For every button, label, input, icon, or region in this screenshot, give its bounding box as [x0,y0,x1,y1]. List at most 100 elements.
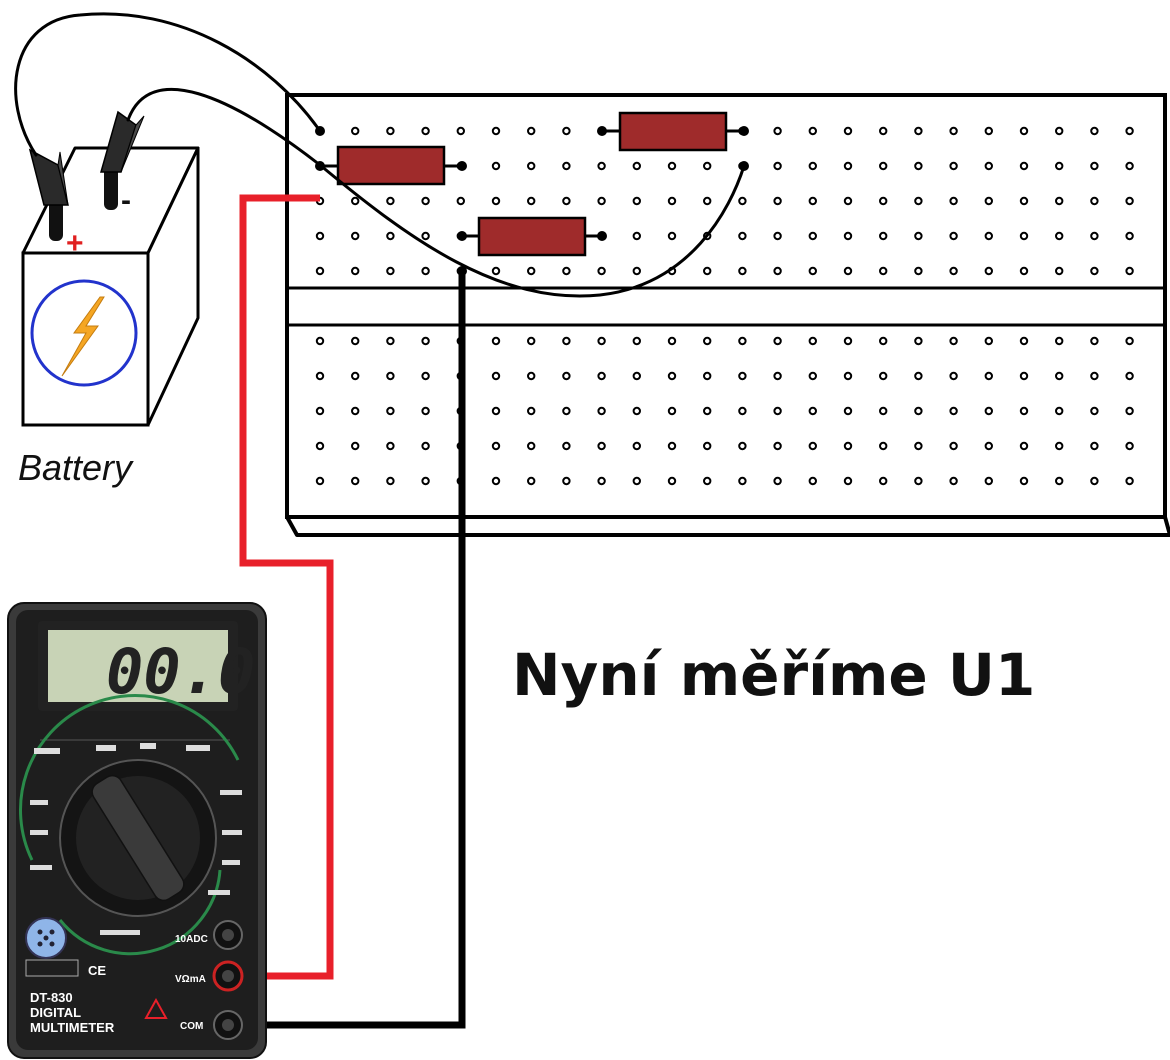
breadboard-hole [351,266,360,276]
breadboard-hole [984,196,993,206]
lightning-bolt-icon [61,296,105,377]
breadboard-hole [597,441,606,451]
negative-alligator-clip [100,110,145,173]
breadboard-hole [949,126,958,136]
battery: + - Battery [18,110,200,488]
breadboard-hole [1055,266,1064,276]
breadboard-hole [808,406,817,416]
breadboard-hole [421,196,430,206]
breadboard-hole [703,371,712,381]
breadboard-hole [914,196,923,206]
breadboard-hole [808,161,817,171]
breadboard-hole [421,266,430,276]
breadboard-hole [914,371,923,381]
breadboard-hole [879,476,888,486]
breadboard-hole [351,196,360,206]
breadboard-hole [562,406,571,416]
breadboard-hole [562,161,571,171]
breadboard-hole [843,126,853,136]
rotary-dial-pointer [91,774,185,902]
breadboard-hole [632,406,641,416]
breadboard-hole [843,336,853,346]
breadboard-hole [562,266,571,276]
breadboard-hole [843,231,853,241]
breadboard-hole [808,266,817,276]
breadboard-hole [1055,476,1064,486]
battery-negative-terminal [104,166,118,210]
breadboard-hole [315,336,325,346]
breadboard-hole [843,161,853,171]
breadboard-hole [527,196,536,206]
breadboard-hole [1090,231,1099,241]
breadboard-hole [738,266,747,276]
breadboard-hole [703,441,712,451]
breadboard-hole [738,371,747,381]
breadboard-hole [421,336,430,346]
breadboard-hole [914,476,923,486]
breadboard-hole [703,336,712,346]
breadboard-hole [562,476,571,486]
breadboard-hole [879,231,888,241]
jack-label-10adc: 10ADC [175,934,208,945]
breadboard-hole [351,126,360,136]
breadboard-hole [1055,231,1064,241]
breadboard-hole [667,196,677,206]
breadboard-hole [949,406,958,416]
breadboard-hole [843,266,853,276]
breadboard-hole [914,441,923,451]
breadboard-hole [1125,336,1134,346]
breadboard-hole [808,336,817,346]
breadboard-hole [597,406,606,416]
red-probe-wire [235,194,334,980]
breadboard-hole [386,441,395,451]
resistor-r3 [457,216,607,257]
breadboard-hole [386,231,395,241]
breadboard-hole [738,196,747,206]
breadboard-hole [386,406,395,416]
breadboard-hole [879,371,888,381]
breadboard-hole [1019,266,1029,276]
breadboard-hole [562,441,571,451]
jack-label-vohm: VΩmA [175,974,206,985]
breadboard-hole [667,231,677,241]
breadboard-hole [879,441,888,451]
jack-label-com: COM [180,1021,203,1032]
breadboard-hole [632,441,641,451]
breadboard-hole [421,126,430,136]
breadboard-hole [703,266,712,276]
breadboard-hole [351,231,360,241]
breadboard-hole [773,371,782,381]
breadboard-hole [843,476,853,486]
breadboard-hole [703,196,712,206]
breadboard-hole [632,266,641,276]
breadboard-hole [1055,126,1064,136]
breadboard-hole [879,126,888,136]
wire-battery-negative [126,87,746,298]
breadboard-hole [984,336,993,346]
warning-icon [144,997,168,1019]
breadboard-hole [491,266,501,276]
ce-mark: CE [88,963,106,978]
multimeter-name-line2: MULTIMETER [30,1020,115,1035]
battery-positive-terminal [49,197,63,241]
breadboard-hole [984,266,993,276]
breadboard-hole [527,161,536,171]
breadboard-hole [562,196,571,206]
breadboard-hole [1055,161,1064,171]
breadboard-hole [808,231,817,241]
breadboard-hole [1090,266,1099,276]
breadboard-hole [491,336,501,346]
breadboard-hole [632,196,641,206]
breadboard-hole [1125,441,1134,451]
breadboard-hole [914,406,923,416]
breadboard-hole [527,336,536,346]
breadboard-hole [386,266,395,276]
breadboard-hole [1055,441,1064,451]
breadboard-hole [879,161,888,171]
breadboard-hole [1125,161,1134,171]
breadboard-hole [1125,196,1134,206]
breadboard-hole [351,336,360,346]
breadboard-hole [562,336,571,346]
breadboard-hole [597,266,606,276]
breadboard-hole [1090,161,1099,171]
